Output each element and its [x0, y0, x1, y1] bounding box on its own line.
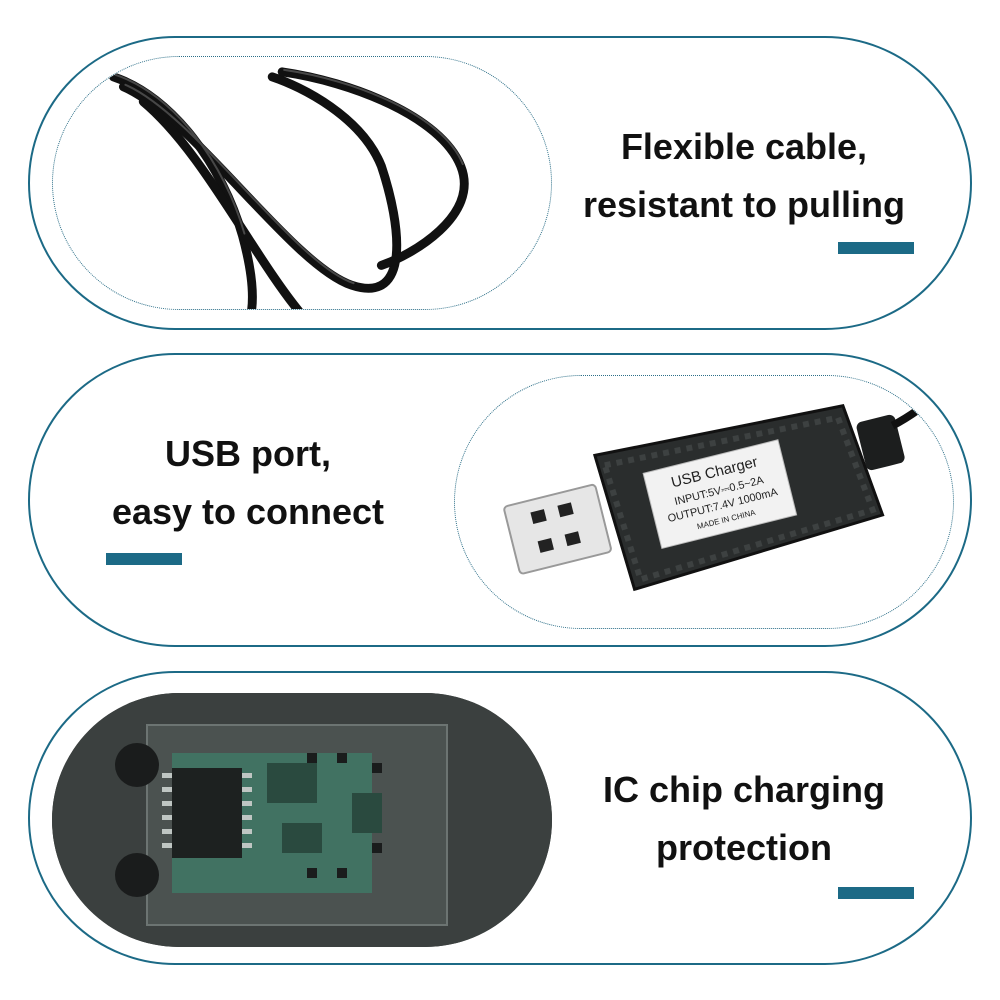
- feature-panel-cable: Flexible cable, resistant to pulling: [28, 36, 972, 330]
- accent-bar: [106, 553, 182, 565]
- caption-line-2: protection: [656, 827, 832, 868]
- usb-charger-image: USB Charger INPUT:5V⎓0.5~2A OUTPUT:7.4V …: [503, 397, 935, 592]
- feature-panel-usb: USB port, easy to connect USB Charger: [28, 353, 972, 647]
- caption-line-1: IC chip charging: [602, 769, 886, 810]
- caption-line-2: easy to connect: [111, 491, 385, 532]
- cable-photo: [52, 56, 552, 310]
- cable-image: [109, 67, 469, 309]
- feature-caption: IC chip charging protection: [544, 761, 944, 877]
- caption-line-2: resistant to pulling: [582, 184, 905, 225]
- accent-bar: [838, 242, 914, 254]
- feature-panel-ic: IC chip charging protection: [28, 671, 972, 965]
- accent-bar: [838, 887, 914, 899]
- circuit-photo: [52, 693, 552, 947]
- circuit-board-image: [52, 693, 552, 947]
- feature-caption: USB port, easy to connect: [48, 425, 448, 541]
- caption-line-1: USB port,: [165, 433, 331, 474]
- caption-line-1: Flexible cable,: [620, 126, 868, 167]
- feature-caption: Flexible cable, resistant to pulling: [544, 118, 944, 234]
- usb-charger-photo: USB Charger INPUT:5V⎓0.5~2A OUTPUT:7.4V …: [454, 375, 954, 629]
